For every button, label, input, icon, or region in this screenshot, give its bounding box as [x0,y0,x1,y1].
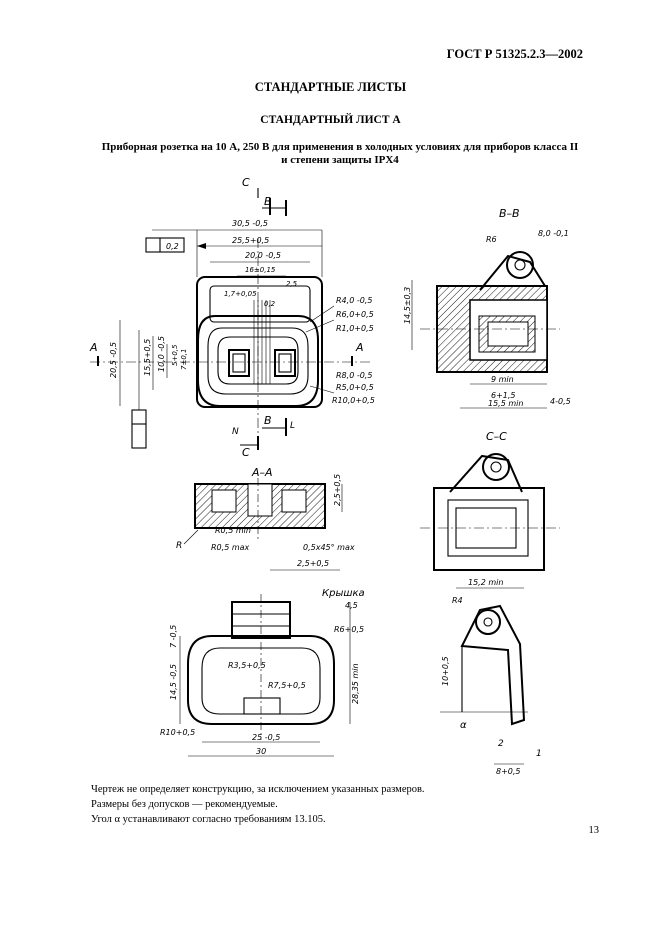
dim-bb-6: 6+1,5 [491,391,516,400]
dim-r5: R5,0+0,5 [336,383,374,392]
dim-bb-4: 4-0,5 [550,397,571,406]
dim-lid-4-5: 4,5 [345,601,358,610]
dim-aa-r05max: R0,5 max [211,543,250,552]
dim-15-5-vert: 15,5+0,5 [143,339,152,376]
dim-20: 20,0 -0,5 [245,251,281,260]
section-a-a: A–A 2,5+0,5 R0,5 min R0,5 max 0,5x45° ma… [176,466,355,571]
dim-cc-15-2: 15,2 min [468,578,503,587]
dim-lid-30: 30 [256,747,266,756]
label-a-left: A [89,341,98,354]
dim-16: 16±0,15 [245,266,276,274]
dim-aa-0-5x45: 0,5x45° max [303,543,355,552]
caption-line-2: и степени защиты IPX4 [281,154,399,166]
dim-side-8: 8+0,5 [496,767,521,776]
dim-r10: R10,0+0,5 [332,396,375,405]
dim-aa-2-5: 2,5+0,5 [333,474,342,506]
label-l: L [290,421,295,431]
drawing-caption: Приборная розетка на 10 А, 250 В для при… [60,141,620,167]
dim-bb-14-5: 14,5±0,3 [403,287,412,324]
dim-r1: R1,0+0,5 [336,324,374,333]
dim-25-5: 25,5+0,5 [232,236,269,245]
tolerance-top: 0,2 [166,242,179,251]
dim-side-10: 10+0,5 [441,656,450,686]
dim-aa-r05min: R0,5 min [215,526,251,535]
section-c-title: C–C [486,430,507,443]
label-c-bottom: C [242,446,250,459]
label-n: N [232,427,239,437]
dim-0-2: 0,2 [264,300,276,308]
dim-lid-r3-5: R3,5+0,5 [228,661,266,670]
section-a-title: A–A [251,466,273,479]
dim-lid-7: 7 -0,5 [169,625,178,648]
section-c-c: C–C 15,2 min [420,430,560,589]
dim-20-5-vert: 20,5 -0,5 [109,342,118,378]
dim-aa-2-5-bottom: 2,5+0,5 [297,559,329,568]
section-title: СТАНДАРТНЫЕ ЛИСТЫ [254,80,407,94]
lid-side-view: R4 10+0,5 α 2 1 8+0,5 [440,596,542,776]
label-r: R [176,541,182,551]
dim-bb-15-5: 15,5 min [488,399,523,408]
dim-7-vert: 7±0,1 [180,349,188,370]
note-1: Чертеж не определяет конструкцию, за иск… [91,784,425,795]
dim-lid-14-5: 14,5 -0,5 [169,664,178,700]
dim-side-2: 2 [498,739,504,749]
note-3: Угол α устанавливают согласно требования… [91,814,326,825]
section-b-b: B–B 8,0 -0,1 R6 14,5±0,3 9 min 6+1,5 4-0… [403,207,571,409]
dim-r8: R8,0 -0,5 [336,371,372,380]
dim-lid-25: 25 -0,5 [252,733,280,742]
label-b-top: B [264,195,272,208]
dim-lid-r6: R6+0,5 [334,625,364,634]
dim-bb-9: 9 min [491,375,514,384]
dim-bb-8: 8,0 -0,1 [538,229,569,238]
dim-5-vert: 5+0,5 [171,344,179,366]
label-c-top: C [242,176,250,189]
dim-2-5-top: 2,5 [286,280,298,288]
sheet-title: СТАНДАРТНЫЙ ЛИСТ А [260,114,401,126]
dim-side-alpha: α [460,720,467,731]
dim-lid-r7-5: R7,5+0,5 [268,681,306,690]
dim-side-r4: R4 [452,596,463,605]
dim-r6: R6,0+0,5 [336,310,374,319]
standard-number: ГОСТ Р 51325.2.3—2002 [446,47,583,61]
section-b-title: B–B [499,207,520,220]
drawing-notes: Чертеж не определяет конструкцию, за иск… [91,782,425,827]
caption-line-1: Приборная розетка на 10 А, 250 В для при… [101,141,579,153]
dim-10-vert: 10,0 -0,5 [157,336,166,372]
dim-lid-r10: R10+0,5 [160,728,195,737]
label-b-bottom: B [264,414,272,427]
lid-view: Крышка 4,5 R6+0,5 7 -0,5 14,5 -0,5 R3,5+… [160,588,365,757]
label-a-right: A [355,341,364,354]
dim-1-7: 1,7+0,05 [224,290,257,298]
dim-r4: R4,0 -0,5 [336,296,372,305]
dim-30-5: 30,5 -0,5 [232,219,268,228]
dim-side-1: 1 [536,749,542,759]
lid-title: Крышка [322,588,365,599]
front-view: C B 30,5 -0,5 25,5+0,5 20,0 -0,5 16±0,15… [89,176,375,459]
page-number: 13 [588,825,600,836]
note-2: Размеры без допусков — рекомендуемые. [91,799,278,810]
dim-lid-28-35: 28,35 min [351,663,360,704]
dim-bb-r6: R6 [486,235,497,244]
